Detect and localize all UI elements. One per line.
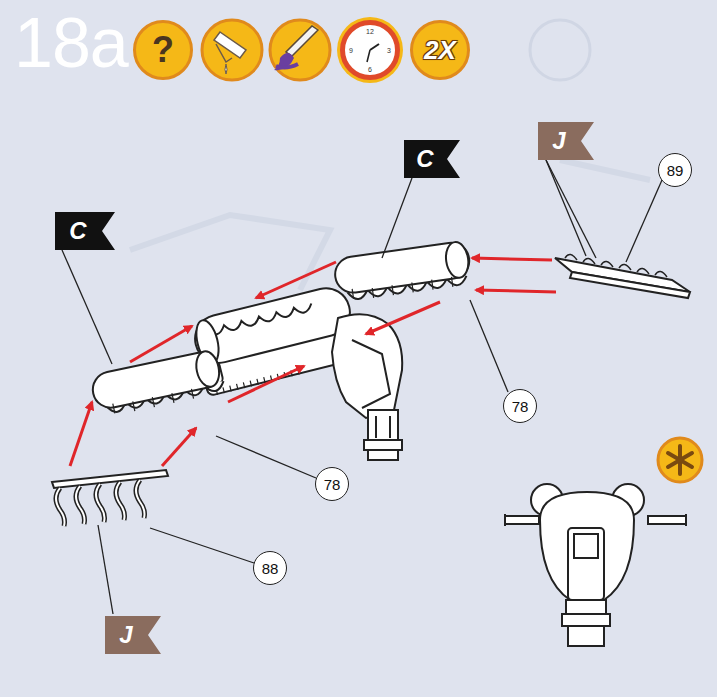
step-title: 18a — [14, 8, 128, 78]
label-text: 3 — [387, 47, 391, 54]
exhaust-strip — [555, 254, 690, 298]
flag-shape — [538, 122, 594, 160]
valve-cover — [333, 240, 473, 302]
paint-icon — [270, 20, 330, 80]
color-flag: C — [404, 140, 460, 178]
label-text: J — [552, 129, 565, 153]
clock-icon: 12 3 6 9 — [340, 20, 400, 80]
leader-line — [62, 160, 662, 614]
label-text: ? — [152, 32, 174, 68]
assembly-arrow — [70, 258, 556, 466]
callout-number: 89 — [658, 153, 692, 187]
glue-icon — [202, 20, 262, 80]
color-flag: C — [55, 212, 115, 250]
label-text: 12 — [366, 28, 374, 35]
label-text: 89 — [667, 163, 684, 178]
front-view — [505, 484, 686, 646]
label-text: 88 — [262, 561, 279, 576]
callout-number: 78 — [315, 467, 349, 501]
exhaust-pipes — [52, 470, 168, 526]
info-icon: ? — [133, 20, 193, 80]
callout-number: 78 — [503, 389, 537, 423]
flag-shape — [105, 616, 161, 654]
color-flag: J — [538, 122, 594, 160]
label-text: C — [69, 219, 86, 243]
label-text: C — [416, 147, 433, 171]
asterisk-icon — [658, 438, 702, 482]
label-text: 78 — [324, 477, 341, 492]
info-icon: 2X — [410, 20, 470, 80]
label-text: 9 — [349, 47, 353, 54]
label-text: 78 — [512, 399, 529, 414]
label-text: 2X — [424, 37, 456, 63]
callout-number: 88 — [253, 551, 287, 585]
engine-block — [190, 283, 402, 460]
label-text: 6 — [368, 66, 372, 73]
color-flag: J — [105, 616, 161, 654]
label-text: J — [119, 623, 132, 647]
